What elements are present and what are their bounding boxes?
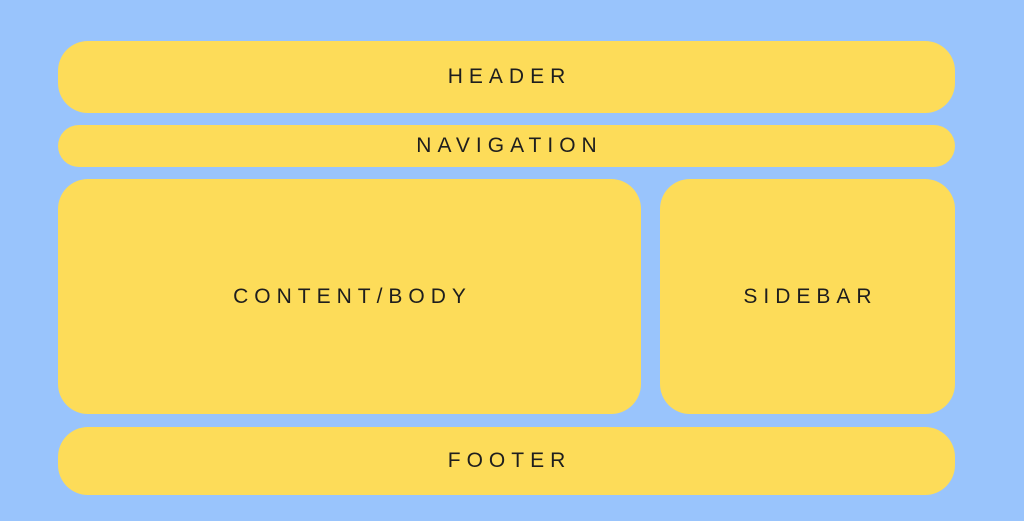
navigation-block: NAVIGATION — [58, 125, 955, 167]
footer-label: FOOTER — [447, 449, 572, 472]
sidebar-block: SIDEBAR — [660, 179, 955, 414]
content-label: CONTENT/BODY — [233, 284, 472, 308]
header-label: HEADER — [447, 65, 572, 88]
header-block: HEADER — [58, 41, 955, 113]
sidebar-label: SIDEBAR — [743, 284, 878, 308]
footer-block: FOOTER — [58, 427, 955, 495]
content-body-block: CONTENT/BODY — [58, 179, 641, 414]
navigation-label: NAVIGATION — [416, 134, 603, 157]
